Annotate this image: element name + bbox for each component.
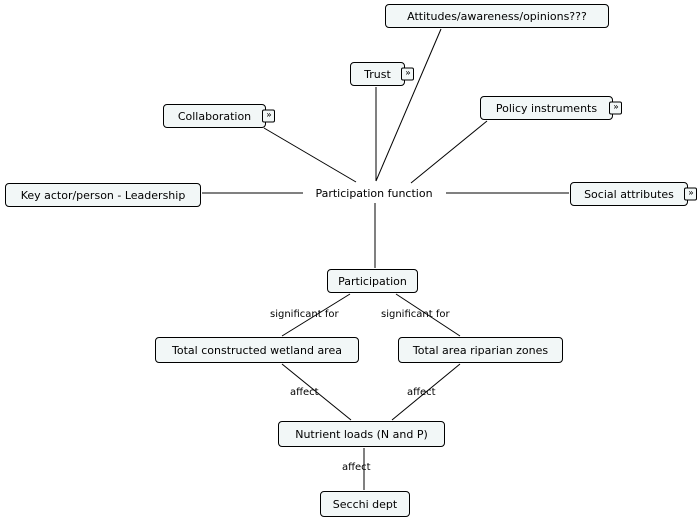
edge-participation-riparian (395, 293, 461, 337)
node-secchi[interactable]: Secchi dept (320, 491, 410, 517)
edge-collaboration-partfunction (263, 127, 357, 183)
edge-label-affect-bottom: affect (342, 462, 371, 473)
edge-label-affect-left: affect (290, 387, 319, 398)
node-collaboration[interactable]: Collaboration » (163, 104, 275, 128)
expander-icon-policy[interactable]: » (609, 101, 622, 115)
node-trust[interactable]: Trust » (350, 62, 414, 86)
node-participation[interactable]: Participation (327, 269, 418, 293)
node-label-riparian: Total area riparian zones (412, 343, 549, 357)
node-label-participation: Participation (338, 274, 407, 288)
node-social[interactable]: Social attributes » (570, 182, 697, 206)
edge-participation-wetland (281, 293, 351, 337)
node-partfunction[interactable]: Participation function (304, 183, 444, 203)
edge-riparian-nutrient (391, 363, 461, 421)
node-label-collaboration: Collaboration (177, 109, 252, 123)
node-policy[interactable]: Policy instruments » (480, 96, 622, 120)
edge-policy-partfunction (410, 120, 488, 184)
node-keyactor[interactable]: Key actor/person - Leadership (5, 183, 201, 207)
node-riparian[interactable]: Total area riparian zones (398, 337, 563, 363)
edge-label-sig-right: significant for (381, 309, 450, 320)
expander-icon-trust[interactable]: » (401, 67, 414, 81)
node-label-wetland: Total constructed wetland area (172, 343, 342, 357)
node-label-trust: Trust (364, 67, 391, 81)
node-label-social: Social attributes (584, 187, 674, 201)
node-label-nutrient: Nutrient loads (N and P) (295, 427, 428, 441)
edge-attitudes-partfunction (375, 28, 442, 182)
node-label-secchi: Secchi dept (332, 497, 398, 511)
node-wetland[interactable]: Total constructed wetland area (155, 337, 359, 363)
node-label-attitudes: Attitudes/awareness/opinions??? (407, 9, 587, 23)
node-attitudes[interactable]: Attitudes/awareness/opinions??? (385, 4, 609, 28)
edge-label-sig-left: significant for (270, 309, 339, 320)
node-label-keyactor: Key actor/person - Leadership (20, 188, 186, 202)
expander-icon-collaboration[interactable]: » (262, 109, 275, 123)
node-label-policy: Policy instruments (495, 101, 598, 115)
edge-label-affect-right: affect (407, 387, 436, 398)
node-nutrient[interactable]: Nutrient loads (N and P) (278, 421, 445, 447)
edge-wetland-nutrient (281, 363, 352, 421)
expander-icon-social[interactable]: » (684, 187, 697, 201)
node-label-partfunction: Participation function (315, 186, 433, 200)
